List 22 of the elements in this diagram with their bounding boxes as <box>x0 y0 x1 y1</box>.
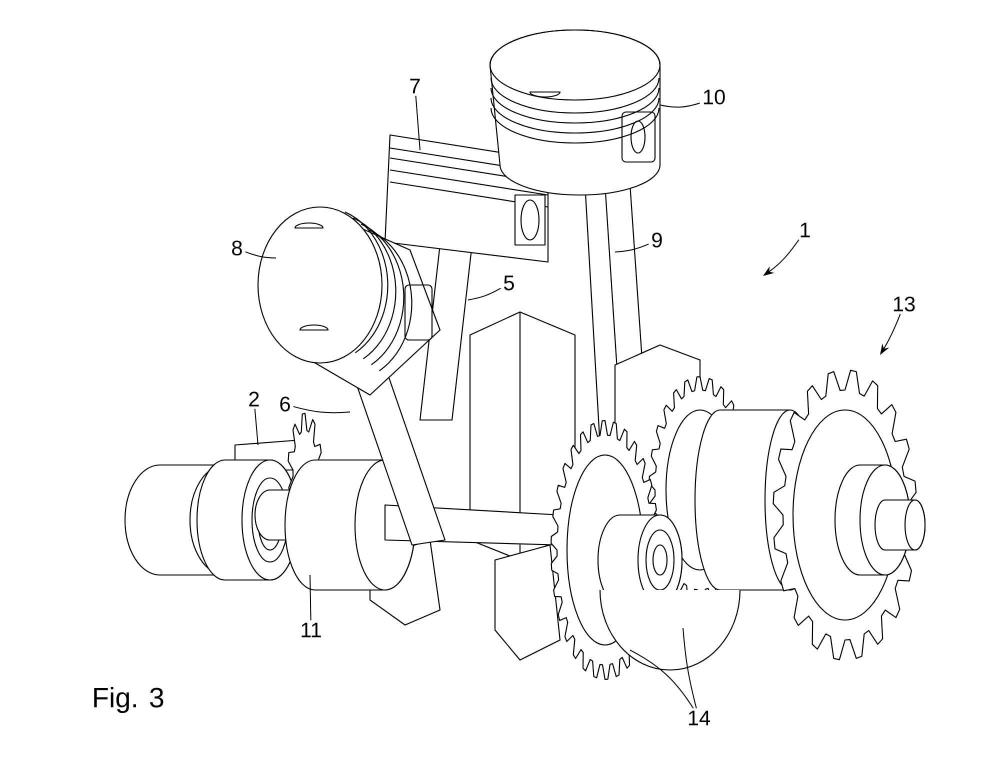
callout-number: 5 <box>504 276 514 290</box>
callout-number: 10 <box>704 90 725 104</box>
callout-number: 6 <box>280 396 290 412</box>
callout-number: 9 <box>652 232 662 248</box>
callout-number: 11 <box>302 622 321 638</box>
callout-number: 2 <box>249 392 259 406</box>
leader-line <box>310 574 312 621</box>
leader-line <box>254 408 258 446</box>
leader-line <box>614 244 650 252</box>
leader-line <box>630 650 694 709</box>
figure-caption: Fig. 3 <box>94 686 164 714</box>
leader-line <box>244 251 276 258</box>
callout-number: 8 <box>232 240 242 256</box>
leader-line <box>660 102 700 108</box>
callout-number: 1 <box>800 222 810 238</box>
callout-number: 7 <box>410 78 420 94</box>
leader-line <box>682 628 697 709</box>
leader-line <box>468 288 502 300</box>
leader-line <box>415 95 420 150</box>
callout-number: 14 <box>688 710 710 726</box>
callout-number: 13 <box>894 296 915 312</box>
leader-line <box>292 406 350 414</box>
